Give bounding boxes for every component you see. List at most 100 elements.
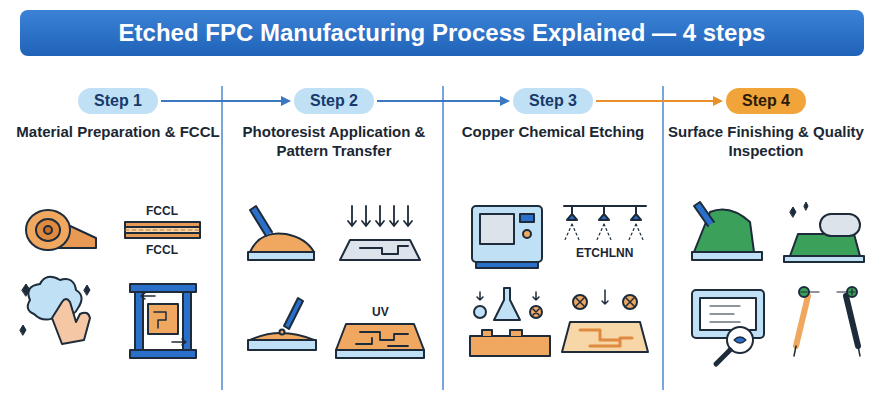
cleaning-hand-icon [20,277,90,344]
icon-shape [796,296,808,346]
developed-pattern-icon [336,324,424,358]
icon-shape [809,291,847,292]
icon-shape [130,350,196,358]
part-label: UV [372,305,389,319]
icon-shape [710,306,740,322]
fccl-stack-icon [125,222,200,238]
icon-shape [336,324,424,350]
icon-shape [250,206,272,236]
icon-shape [734,337,746,343]
icon-shape [790,202,808,217]
part-label: ETCHLNN [576,246,633,260]
copper-roll-icon [26,210,96,250]
arrow-line [161,100,282,102]
icon-shape [576,298,584,306]
icon-shape [26,210,70,250]
icon-shape [662,86,664,390]
arrow-head [713,96,723,106]
icon-shape [340,240,420,260]
title-bar: Etched FPC Manufacturing Process Explain… [20,10,864,56]
step-heading: Surface Finishing & Quality Inspection [663,122,869,160]
icon-shape [280,330,285,335]
icon-shape [390,206,398,226]
icon-shape [148,304,178,334]
icon-shape [716,350,730,364]
title-text: Etched FPC Manufacturing Process Explain… [119,19,766,47]
part-label: FCCL [146,243,178,257]
icon-shape [348,206,356,226]
etched-board-icon [562,290,648,352]
icon-shape [172,339,186,345]
icon-shape [404,206,412,226]
icon-shape [801,289,855,295]
icon-shape [482,330,522,336]
uv-exposure-icon [340,206,420,260]
icon-shape [20,325,26,335]
etching-machine-icon [472,206,542,268]
icon-shape [564,224,644,242]
icon-shape [250,233,314,252]
step-number: Step 4 [742,92,790,110]
icon-shape [562,322,648,352]
icon-shape [494,288,520,320]
icon-shape [692,252,762,260]
icon-shape [284,298,303,329]
step-pill: Step 2Photoresist Application & Pattern … [294,88,374,114]
part-label: FCCL [146,204,178,218]
resist-dropper-icon [248,298,316,350]
arrow-line [377,100,501,102]
laminating-roller-icon [784,202,864,262]
icon-shape [472,206,542,262]
column-dividers [222,86,663,390]
icon-shape [573,295,587,309]
test-probes-icon [794,287,860,356]
icon-shape [820,214,860,236]
step-pill: Step 4Surface Finishing & Quality Inspec… [726,88,806,114]
icon-shape [599,206,609,220]
icon-shape [221,86,223,390]
icon-shape [846,296,858,346]
icon-shape [130,284,196,292]
icon-shape [141,293,155,299]
step-heading: Photoresist Application & Pattern Transf… [231,122,437,160]
inspection-monitor-icon [692,290,764,364]
icon-shape [692,290,764,338]
arrow-line [596,100,714,102]
icon-shape [336,350,424,358]
step-heading: Material Preparation & FCCL [15,122,221,141]
icon-shape [790,234,860,256]
icon-shape [248,340,316,350]
icon-shape [84,285,90,295]
icon-shape [700,298,756,330]
alignment-frame-icon [130,284,196,358]
icon-shape [154,312,166,328]
icon-shape [442,86,444,390]
icon-shape [362,206,370,226]
icon-shape [376,206,384,226]
icon-shape [567,206,577,220]
icon-shape [348,206,412,226]
icon-shape [480,214,514,244]
icon-shape [523,230,531,238]
coverlay-film-icon [692,202,762,260]
icon-shape [477,292,539,300]
icon-shape [623,295,637,309]
icon-shape [602,290,608,304]
step-number: Step 3 [529,92,577,110]
icon-shape [476,262,538,268]
icon-shape [694,202,714,226]
icon-shape [530,306,542,318]
icon-shape [125,230,200,231]
icon-shape [626,298,634,306]
icon-shape [784,256,864,262]
icon-shape [794,346,860,356]
icon-shape [474,306,486,318]
icon-shape [631,206,641,220]
icon-shape [248,252,314,260]
icon-shape [183,286,191,356]
icon-shape [44,226,52,234]
flow-arrow [596,96,723,106]
arrow-head [500,96,510,106]
